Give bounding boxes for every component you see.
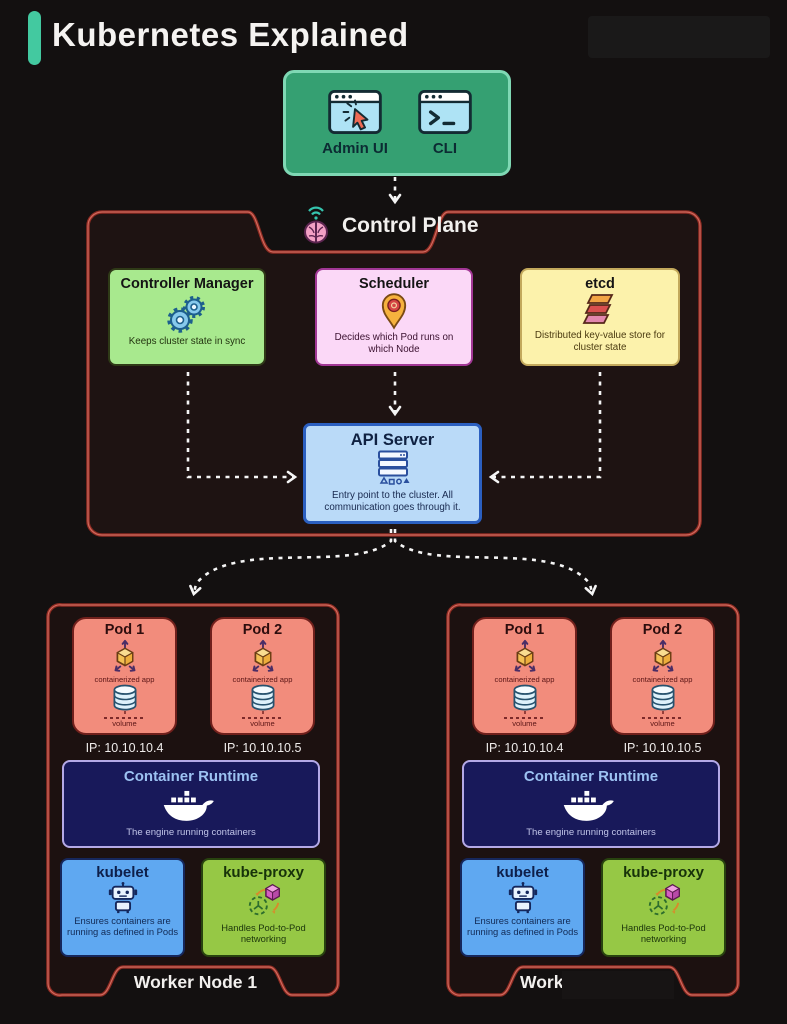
kubelet-box: kubelet Ensures containers are running a… bbox=[60, 858, 185, 957]
api-server-box: API Server Entry point to the cluster. A… bbox=[303, 423, 482, 524]
containerized-app-cube-icon bbox=[652, 639, 673, 672]
cli-terminal-icon bbox=[418, 89, 472, 134]
pod-box: Pod 2 containerized app volume bbox=[210, 617, 315, 735]
docker-whale-icon bbox=[563, 790, 614, 821]
cli-label: CLI bbox=[432, 139, 457, 157]
kube-proxy-title: kube-proxy bbox=[223, 864, 304, 881]
arrow-api-server-to-worker-node-1 bbox=[189, 529, 393, 597]
pod-title: Pod 2 bbox=[242, 622, 283, 638]
pod-title: Pod 1 bbox=[104, 622, 145, 638]
container-runtime-title: Container Runtime bbox=[523, 768, 659, 785]
kubelet-title: kubelet bbox=[496, 864, 549, 881]
pod-title: Pod 1 bbox=[504, 622, 545, 638]
containerized-app-cube-icon bbox=[114, 639, 135, 672]
controller-manager-title: Controller Manager bbox=[120, 276, 254, 292]
server-stack-icon bbox=[377, 450, 409, 485]
etcd-box: etcd Distributed key-value store for clu… bbox=[520, 268, 680, 366]
containerized-app-label: containerized app bbox=[494, 675, 555, 684]
stacked-layers-icon bbox=[582, 294, 614, 324]
worker-node-label: Worker Node 1 bbox=[133, 972, 258, 992]
api-server-title: API Server bbox=[350, 431, 435, 449]
etcd-title: etcd bbox=[585, 276, 615, 292]
volume-cylinder-icon bbox=[251, 684, 274, 711]
volume-cylinder-icon bbox=[113, 684, 136, 711]
container-runtime-box: Container Runtime The engine running con… bbox=[62, 760, 320, 848]
volume-cylinder-icon bbox=[651, 684, 674, 711]
container-runtime-description: The engine running containers bbox=[526, 827, 656, 838]
worker-node-label: Work bbox=[520, 972, 564, 992]
volume-label: volume bbox=[112, 718, 137, 728]
arrow-etcd-to-api-server bbox=[488, 372, 602, 484]
pod-box: Pod 1 containerized app volume bbox=[472, 617, 577, 735]
volume-mount-dashes bbox=[241, 710, 284, 719]
volume-cylinder-icon bbox=[513, 684, 536, 711]
control-plane-label: Control Plane bbox=[342, 214, 479, 237]
pod-ip: IP: 10.10.10.5 bbox=[223, 741, 302, 755]
volume-label: volume bbox=[650, 718, 675, 728]
kube-proxy-description: Handles Pod-to-Pod networking bbox=[621, 922, 706, 944]
robot-icon bbox=[108, 881, 137, 914]
controller-manager-box: Controller Manager Keeps cluster state i… bbox=[108, 268, 266, 366]
kubelet-title: kubelet bbox=[96, 864, 149, 881]
docker-whale-icon bbox=[163, 790, 214, 821]
container-runtime-title: Container Runtime bbox=[123, 768, 259, 785]
container-runtime-description: The engine running containers bbox=[126, 827, 256, 838]
kubelet-description: Ensures containers are running as define… bbox=[66, 915, 179, 937]
controller-manager-description: Keeps cluster state in sync bbox=[128, 336, 246, 347]
volume-mount-dashes bbox=[641, 710, 684, 719]
kubelet-box: kubelet Ensures containers are running a… bbox=[460, 858, 585, 957]
pod-title: Pod 2 bbox=[642, 622, 683, 638]
volume-mount-dashes bbox=[103, 710, 146, 719]
scheduler-box: Scheduler Decides which Pod runs on whic… bbox=[315, 268, 473, 366]
brain-icon bbox=[304, 206, 328, 244]
containerized-app-label: containerized app bbox=[632, 675, 693, 684]
watermark-overlay bbox=[562, 971, 674, 999]
volume-label: volume bbox=[250, 718, 275, 728]
kubelet-description: Ensures containers are running as define… bbox=[466, 915, 579, 937]
cli-item: CLI bbox=[418, 89, 472, 157]
containerized-app-cube-icon bbox=[252, 639, 273, 672]
api-server-description: Entry point to the cluster. All communic… bbox=[324, 490, 461, 513]
kube-proxy-box: kube-proxy Handles Pod-to-Pod networking bbox=[201, 858, 326, 957]
containerized-app-label: containerized app bbox=[94, 675, 155, 684]
pod-networking-icon bbox=[248, 884, 280, 916]
pod-ip: IP: 10.10.10.4 bbox=[85, 741, 164, 755]
etcd-description: Distributed key-value store for cluster … bbox=[534, 330, 666, 353]
containerized-app-cube-icon bbox=[514, 639, 535, 672]
scheduler-description: Decides which Pod runs on which Node bbox=[334, 332, 454, 355]
container-runtime-box: Container Runtime The engine running con… bbox=[462, 760, 720, 848]
pod-box: Pod 1 containerized app volume bbox=[72, 617, 177, 735]
pod-ip: IP: 10.10.10.4 bbox=[485, 741, 564, 755]
worker-node-2: Pod 1 containerized app volume Pod 2 con… bbox=[448, 605, 738, 1005]
volume-mount-dashes bbox=[503, 710, 546, 719]
containerized-app-label: containerized app bbox=[232, 675, 293, 684]
arrow-controller-manager-to-api-server bbox=[186, 372, 298, 484]
pod-ip: IP: 10.10.10.5 bbox=[623, 741, 702, 755]
admin-ui-item: Admin UI bbox=[322, 89, 388, 157]
arrow-api-server-to-worker-node-2 bbox=[393, 529, 597, 597]
robot-icon bbox=[508, 881, 537, 914]
kube-proxy-title: kube-proxy bbox=[623, 864, 704, 881]
location-pin-icon bbox=[381, 293, 407, 330]
kube-proxy-description: Handles Pod-to-Pod networking bbox=[221, 922, 306, 944]
page-title: Kubernetes Explained bbox=[52, 16, 409, 53]
scheduler-title: Scheduler bbox=[358, 276, 430, 292]
client-access-box: Admin UI CLI bbox=[283, 70, 511, 176]
title-accent-bar bbox=[28, 11, 41, 65]
pod-box: Pod 2 containerized app volume bbox=[610, 617, 715, 735]
kube-proxy-box: kube-proxy Handles Pod-to-Pod networking bbox=[601, 858, 726, 957]
worker-node-1: Pod 1 containerized app volume Pod 2 con… bbox=[48, 605, 338, 1005]
admin-ui-browser-icon bbox=[328, 89, 382, 134]
gears-icon bbox=[167, 296, 205, 333]
pod-networking-icon bbox=[648, 884, 680, 916]
admin-ui-label: Admin UI bbox=[322, 139, 388, 157]
watermark-overlay bbox=[588, 16, 770, 58]
volume-label: volume bbox=[512, 718, 537, 728]
